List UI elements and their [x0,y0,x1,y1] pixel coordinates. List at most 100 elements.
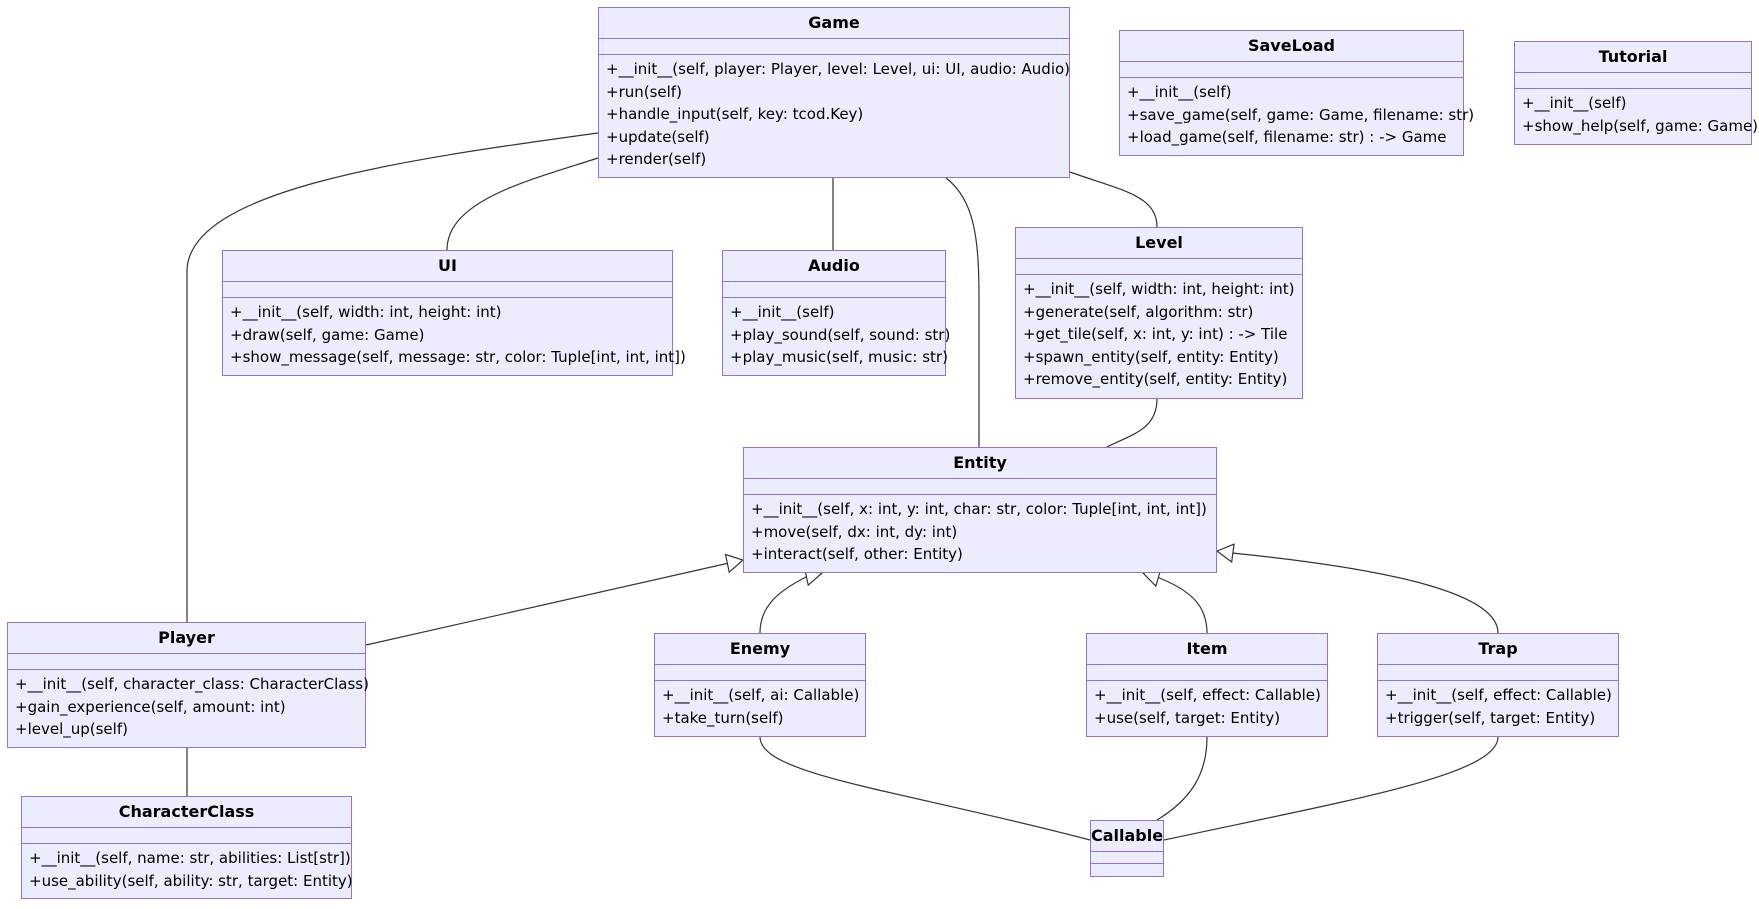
class-method: +__init__(self, name: str, abilities: Li… [29,849,351,867]
class-method: +__init__(self, width: int, height: int) [1023,280,1295,298]
edge-item-callable [1156,736,1208,821]
class-methods: +__init__(self, effect: Callable) +trigg… [1378,681,1618,729]
class-attributes [22,828,351,844]
class-entity[interactable]: Entity +__init__(self, x: int, y: int, c… [743,447,1217,573]
edge-game-ui [446,157,599,251]
class-attributes [8,654,365,670]
class-method: +use_ability(self, ability: str, target:… [29,871,353,890]
class-method: +update(self) [606,127,710,146]
class-title: Trap [1378,634,1618,665]
class-attributes [1087,665,1327,681]
class-method: +show_message(self, message: str, color:… [230,348,686,366]
edge-enemy-callable [759,736,1091,841]
class-method: +interact(self, other: Entity) [751,545,963,563]
class-method: +__init__(self, x: int, y: int, char: st… [751,500,1207,518]
edge-game-player [186,132,599,622]
class-method: +play_music(self, music: str) [730,348,948,366]
class-attributes [223,282,672,298]
class-title: Callable [1091,821,1163,852]
edge-game-entity [945,177,980,447]
class-method: +__init__(self, width: int, height: int) [230,303,502,321]
class-title: CharacterClass [22,797,351,828]
class-method: +show_help(self, game: Game) [1522,116,1759,135]
class-method: +run(self) [606,82,682,101]
class-method: +__init__(self, effect: Callable) [1385,686,1612,704]
class-method: +gain_experience(self, amount: int) [15,697,286,716]
class-attributes [1515,73,1751,89]
class-level[interactable]: Level +__init__(self, width: int, height… [1015,227,1303,399]
class-tutorial[interactable]: Tutorial +__init__(self) +show_help(self… [1514,41,1759,145]
class-title: SaveLoad [1120,31,1463,62]
class-title: Level [1016,228,1302,259]
class-title: Item [1087,634,1327,665]
class-method: +move(self, dx: int, dy: int) [751,522,958,541]
class-title: Entity [744,448,1216,479]
class-method: +remove_entity(self, entity: Entity) [1023,370,1288,388]
class-attributes [1091,852,1163,864]
class-method: +level_up(self) [15,720,128,738]
class-methods: +__init__(self) +save_game(self, game: G… [1120,78,1475,149]
class-method: +save_game(self, game: Game, filename: s… [1127,105,1475,124]
edge-trap-callable [1163,736,1499,841]
class-audio[interactable]: Audio +__init__(self) +play_sound(self, … [722,250,951,376]
class-attributes [599,39,1069,55]
edge-player-entity [365,562,730,646]
class-method: +take_turn(self) [662,708,784,727]
class-characterclass[interactable]: CharacterClass +__init__(self, name: str… [21,796,353,899]
class-methods: +__init__(self, ai: Callable) +take_turn… [655,681,865,729]
class-method: +load_game(self, filename: str) : -> Gam… [1127,128,1447,146]
class-title: Tutorial [1515,42,1751,73]
class-title: Enemy [655,634,865,665]
class-methods [1091,864,1163,878]
class-method: +__init__(self) [730,303,835,321]
class-item[interactable]: Item +__init__(self, effect: Callable) +… [1086,633,1328,737]
class-method: +play_sound(self, sound: str) [730,325,951,344]
class-attributes [1016,259,1302,275]
class-method: +use(self, target: Entity) [1094,708,1281,727]
class-attributes [723,282,945,298]
class-method: +__init__(self, ai: Callable) [662,686,860,704]
class-method: +spawn_entity(self, entity: Entity) [1023,347,1279,366]
class-methods: +__init__(self) +play_sound(self, sound:… [723,298,951,369]
class-method: +generate(self, algorithm: str) [1023,302,1254,321]
class-methods: +__init__(self, character_class: Charact… [8,670,369,741]
class-enemy[interactable]: Enemy +__init__(self, ai: Callable) +tak… [654,633,866,737]
class-title: Audio [723,251,945,282]
class-method: +draw(self, game: Game) [230,325,425,344]
class-saveload[interactable]: SaveLoad +__init__(self) +save_game(self… [1119,30,1475,156]
class-player[interactable]: Player +__init__(self, character_class: … [7,622,369,748]
class-attributes [1378,665,1618,681]
class-methods: +__init__(self, width: int, height: int)… [223,298,686,369]
class-method: +__init__(self, effect: Callable) [1094,686,1321,704]
class-method: +__init__(self) [1127,83,1232,101]
class-trap[interactable]: Trap +__init__(self, effect: Callable) +… [1377,633,1619,737]
edge-game-level [1069,171,1158,228]
inheritance-arrow-icon [724,553,745,574]
class-game[interactable]: Game +__init__(self, player: Player, lev… [598,7,1070,178]
class-method: +__init__(self, character_class: Charact… [15,675,369,693]
class-method: +__init__(self, player: Player, level: L… [606,60,1071,78]
class-ui[interactable]: UI +__init__(self, width: int, height: i… [222,250,686,376]
inheritance-arrow-icon [1215,543,1235,564]
class-title: Player [8,623,365,654]
class-callable[interactable]: Callable [1090,820,1164,877]
class-methods: +__init__(self, width: int, height: int)… [1016,275,1302,391]
edge-level-entity [1106,398,1158,448]
class-methods: +__init__(self) +show_help(self, game: G… [1515,89,1759,137]
class-method: +__init__(self) [1522,94,1627,112]
edge-item-entity [1156,576,1208,634]
class-attributes [744,479,1216,495]
class-attributes [1120,62,1463,78]
class-methods: +__init__(self, name: str, abilities: Li… [22,844,353,892]
class-title: Game [599,8,1069,39]
class-title: UI [223,251,672,282]
class-method: +render(self) [606,150,707,168]
edge-enemy-entity [759,575,809,634]
class-methods: +__init__(self, effect: Callable) +use(s… [1087,681,1327,729]
class-methods: +__init__(self, x: int, y: int, char: st… [744,495,1216,566]
edge-trap-entity [1231,552,1499,634]
class-methods: +__init__(self, player: Player, level: L… [599,55,1071,171]
class-attributes [655,665,865,681]
class-method: +get_tile(self, x: int, y: int) : -> Til… [1023,325,1288,343]
class-method: +handle_input(self, key: tcod.Key) [606,105,864,123]
